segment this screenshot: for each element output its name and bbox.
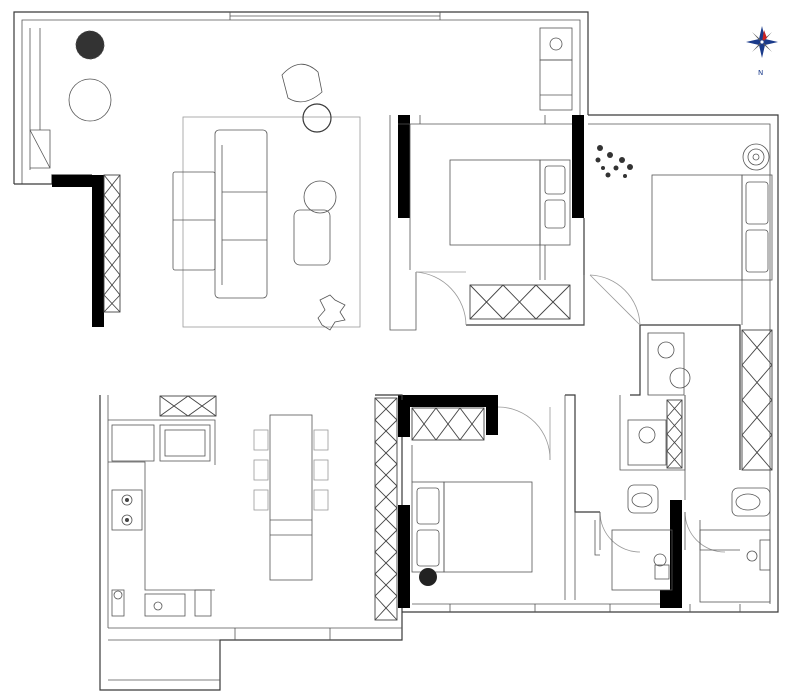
bedroom-1 [449, 159, 571, 280]
sink-icon [144, 593, 186, 617]
wall-block [660, 590, 682, 608]
wall-block [486, 395, 498, 435]
side-table-icon [303, 180, 337, 214]
living-room [68, 30, 361, 331]
nightstand-lamp-icon [742, 143, 770, 171]
wall-block [92, 175, 104, 327]
wall-block [398, 115, 410, 218]
wall-block [398, 505, 410, 608]
wardrobe [103, 174, 121, 313]
chair-icon [313, 459, 329, 481]
stove-icon [111, 489, 143, 531]
area-rug [182, 116, 361, 328]
master-bedroom [595, 143, 773, 325]
sofa-icon [172, 129, 268, 299]
wall-block [398, 395, 410, 437]
wardrobe [469, 284, 571, 320]
interior-walls [375, 115, 741, 600]
wardrobe [159, 395, 217, 417]
wardrobes [103, 174, 773, 621]
compass-north-label: N [758, 69, 763, 77]
wardrobe [411, 407, 485, 441]
bed-icon [449, 159, 541, 246]
lounge-chair-icon [281, 63, 332, 133]
animal-rug-icon [317, 294, 346, 331]
chair-icon [253, 489, 269, 511]
toilet-icon [731, 487, 771, 517]
wall-block [670, 500, 682, 608]
chair-icon [253, 429, 269, 451]
plant-icon [595, 145, 633, 178]
ottoman-icon [293, 209, 331, 266]
dining-table-icon [269, 414, 313, 581]
wall-block [52, 175, 104, 187]
wardrobe [374, 397, 398, 621]
bed-icon [651, 174, 743, 281]
wardrobe [666, 399, 683, 469]
wall-block [572, 115, 584, 218]
compass-rose-icon [746, 26, 778, 58]
wall-block [398, 395, 498, 407]
bathroom-1 [611, 332, 691, 591]
bed-icon [443, 481, 533, 573]
laundry-corner [539, 27, 573, 111]
dining-chairs [253, 429, 329, 511]
outer-walls [13, 11, 779, 691]
bedroom-2 [411, 445, 533, 586]
bathroom-2 [699, 487, 771, 603]
rug-icon [419, 568, 437, 586]
wardrobe [741, 329, 773, 471]
chair-icon [253, 459, 269, 481]
toilet-icon [627, 484, 659, 514]
kitchen-dining [108, 414, 329, 617]
round-table-icon [68, 78, 112, 122]
structural-walls [52, 115, 682, 608]
chair-icon [313, 429, 329, 451]
chair-icon [313, 489, 329, 511]
